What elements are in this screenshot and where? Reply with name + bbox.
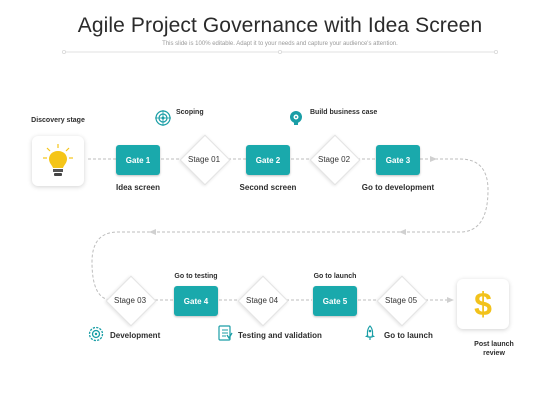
dollar-icon: $ bbox=[474, 286, 492, 322]
testing-validation-caption: Testing and validation bbox=[238, 331, 322, 340]
svg-text:$: $ bbox=[474, 286, 492, 322]
discovery-stage-label: Discovery stage bbox=[31, 117, 85, 124]
gate-1[interactable]: Gate 1 bbox=[116, 145, 160, 175]
target-icon bbox=[155, 110, 171, 126]
go-to-launch-gate-label: Go to launch bbox=[313, 273, 357, 280]
idea-head-icon bbox=[288, 110, 304, 126]
stage-04-label: Stage 04 bbox=[245, 296, 279, 305]
discovery-stage-box bbox=[32, 136, 84, 186]
scoping-label: Scoping bbox=[176, 109, 204, 116]
stage-02-label: Stage 02 bbox=[317, 155, 351, 164]
page-subtitle: This slide is 100% editable. Adapt it to… bbox=[162, 41, 398, 47]
post-launch-review-label: Post launch review bbox=[474, 341, 514, 357]
rocket-icon bbox=[362, 325, 378, 341]
stage-01-label: Stage 01 bbox=[187, 155, 221, 164]
post-launch-review-box: $ bbox=[457, 279, 509, 329]
go-to-launch-caption: Go to launch bbox=[384, 331, 433, 340]
gear-icon bbox=[88, 326, 104, 342]
build-business-case-label: Build business case bbox=[310, 109, 378, 116]
page-title: Agile Project Governance with Idea Scree… bbox=[77, 14, 483, 37]
flow-path bbox=[88, 158, 489, 301]
gate-3[interactable]: Gate 3 bbox=[376, 145, 420, 175]
checklist-icon bbox=[217, 325, 233, 341]
gate-2[interactable]: Gate 2 bbox=[246, 145, 290, 175]
gate-4[interactable]: Gate 4 bbox=[174, 286, 218, 316]
go-to-testing-label: Go to testing bbox=[174, 273, 218, 280]
gate-2-caption: Second screen bbox=[239, 183, 297, 192]
gate-1-caption: Idea screen bbox=[115, 183, 161, 192]
title-underline bbox=[62, 50, 498, 55]
stage-03-label: Stage 03 bbox=[113, 296, 147, 305]
gate-3-caption: Go to development bbox=[361, 183, 435, 192]
flow-arrows bbox=[149, 156, 454, 303]
gate-5[interactable]: Gate 5 bbox=[313, 286, 357, 316]
stage-05-label: Stage 05 bbox=[384, 296, 418, 305]
lightbulb-icon bbox=[43, 144, 73, 176]
development-caption: Development bbox=[110, 331, 161, 340]
